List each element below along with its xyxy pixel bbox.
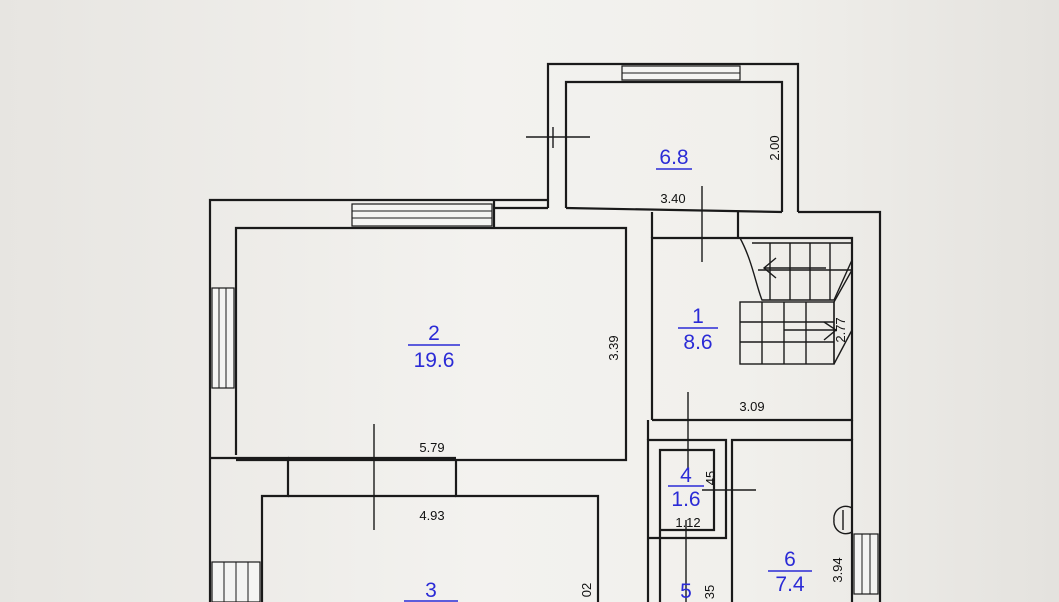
dim-room5-height: 35	[702, 585, 717, 599]
dim-room3-height: 02	[579, 583, 594, 597]
dim-room2-height: 3.39	[606, 335, 621, 360]
room5-number: 5	[680, 580, 692, 602]
room1-walls	[650, 186, 854, 470]
staircase-curve	[739, 237, 853, 301]
dim-room2-width: 5.79	[419, 440, 444, 455]
window-room2-top	[351, 203, 493, 227]
room2-area: 19.6	[414, 349, 455, 372]
room4-area: 1.6	[671, 488, 700, 511]
room1-area: 8.6	[683, 331, 712, 354]
plumbing-fixture-icon	[833, 505, 853, 535]
room3-number: 3	[425, 579, 437, 602]
window-room2-left	[211, 287, 235, 389]
room4-number: 4	[680, 464, 692, 487]
dim-room6-height: 3.94	[830, 557, 845, 582]
room1-number: 1	[692, 305, 704, 328]
window-room6-right	[853, 533, 879, 595]
dim-room-top-height: 2.00	[767, 135, 782, 160]
outer-walls	[208, 198, 882, 602]
room6-number: 6	[784, 548, 796, 571]
dim-room4-height: 45	[703, 471, 718, 485]
staircase	[739, 242, 853, 365]
top-room-walls	[526, 62, 800, 212]
dim-stair-height: 2.77	[833, 317, 848, 342]
room2-number: 2	[428, 322, 440, 345]
dim-room3-width: 4.93	[419, 508, 444, 523]
lower-right-walls	[646, 420, 879, 602]
dim-room4-width: 1.12	[675, 515, 700, 530]
dim-room-top-width: 3.40	[660, 191, 685, 206]
room-top-area: 6.8	[659, 146, 688, 169]
room6-area: 7.4	[775, 573, 805, 596]
dim-room1-width: 3.09	[739, 399, 764, 414]
